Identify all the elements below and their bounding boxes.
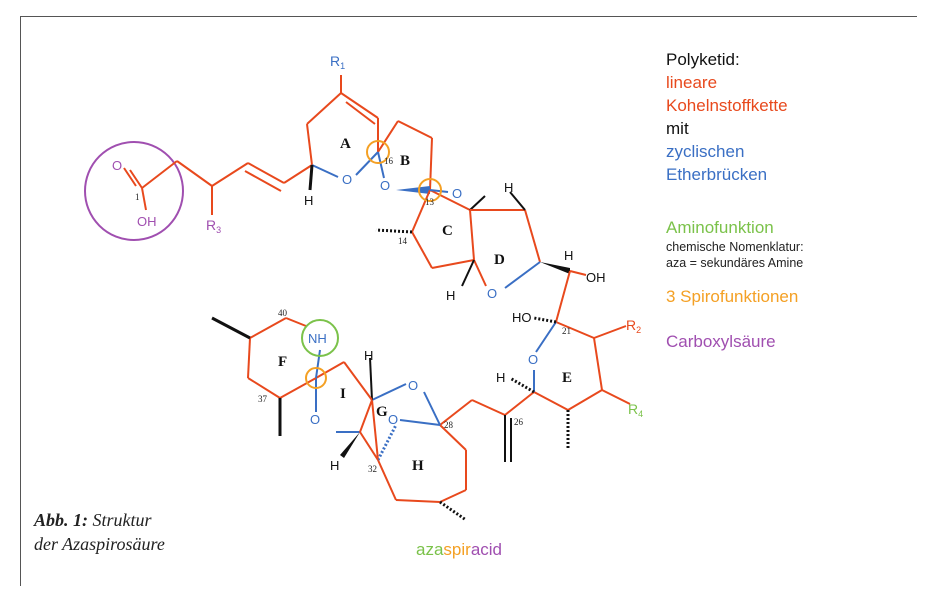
atom-number-32: 32 (368, 464, 377, 474)
hydroxyl-top: OH (586, 270, 606, 285)
hydrogen-d3: H (564, 248, 573, 263)
ring-label-e: E (562, 370, 572, 386)
carboxyl-highlight-circle (84, 141, 184, 241)
caption-line1: Struktur (92, 510, 152, 530)
legend-nomenklatur: chemische Nomenklatur: (666, 240, 804, 254)
ring-label-d: D (494, 252, 505, 268)
atom-number-13: 13 (425, 197, 435, 207)
legend-amino: Aminofunktion (666, 218, 774, 237)
legend-mit: mit (666, 119, 689, 138)
name-acid: acid (470, 540, 503, 559)
legend-carboxyl: Carboxylsäure (666, 332, 776, 351)
legend-polyketid: Polyketid: (666, 50, 740, 69)
oxygen-g1: O (408, 378, 418, 393)
compound-name: azaspiracid (416, 540, 502, 560)
spiro-circle-13 (418, 178, 442, 202)
ring-g (371, 399, 379, 461)
frame-border-top (20, 16, 917, 17)
atom-number-21: 21 (562, 326, 571, 336)
r2-label: R2 (626, 317, 641, 335)
atom-number-37: 37 (258, 394, 268, 404)
ring-f (247, 317, 317, 399)
frame-border-left (20, 16, 21, 586)
hydrogen-d1: H (504, 180, 513, 195)
atom-number-28: 28 (444, 420, 454, 430)
atom-number-26: 26 (514, 417, 524, 427)
legend-spiro: 3 Spirofunktionen (666, 287, 799, 306)
ring-label-g: G (376, 404, 388, 420)
oxygen-b: O (380, 178, 390, 193)
atom-number-16: 16 (384, 156, 394, 166)
ring-label-c: C (442, 223, 453, 239)
nh-amine: NH (308, 331, 327, 346)
ring-a (306, 75, 379, 166)
carbonyl-oxygen: O (112, 158, 122, 173)
hydrogen-g: H (364, 348, 373, 363)
oxygen-i: O (310, 412, 320, 427)
oxygen-d: O (487, 286, 497, 301)
legend-lineare: lineare (666, 73, 718, 92)
r4-label: R4 (628, 401, 643, 419)
name-aza: aza (416, 540, 444, 559)
r3-label: R3 (206, 217, 221, 235)
figure-caption: Abb. 1: Struktur der Azaspirosäure (34, 508, 165, 556)
oxygen-g2: O (388, 412, 398, 427)
r1-label: R1 (330, 53, 345, 71)
legend-ether: Etherbrücken (666, 165, 768, 184)
acid-hydroxyl: OH (137, 214, 157, 229)
ring-label-i: I (340, 386, 346, 402)
oxygen-e: O (528, 352, 538, 367)
ring-c (411, 189, 475, 269)
hydrogen-d2: H (446, 288, 455, 303)
hydrogen-e: H (496, 370, 505, 385)
carbon-chain (123, 160, 313, 215)
spiro-circle-f (305, 367, 327, 389)
ring-label-h: H (412, 458, 424, 474)
legend-kette: Kohelnstoffkette (666, 96, 788, 115)
legend-zyclischen: zyclischen (666, 142, 745, 161)
oxygen-a: O (342, 172, 352, 187)
ring-label-a: A (340, 136, 351, 152)
oxygen-c: O (452, 186, 462, 201)
spiro-circle-16 (366, 140, 390, 164)
legend: Polyketid: lineare Kohelnstoffkette mit … (666, 48, 804, 353)
ring-b (377, 120, 433, 191)
ring-label-b: B (400, 153, 410, 169)
amino-highlight-circle (301, 319, 339, 357)
atom-number-40: 40 (278, 308, 288, 318)
hydroxyl-21: HO (512, 310, 532, 325)
ring-i (315, 361, 373, 401)
hydrogen-a: H (304, 193, 313, 208)
caption-line2: der Azaspirosäure (34, 534, 165, 554)
c1-number: 1 (135, 192, 140, 202)
ring-e (533, 321, 631, 411)
caption-label: Abb. 1: (34, 510, 88, 530)
ring-label-f: F (278, 354, 287, 370)
legend-aza: aza = sekundäres Amine (666, 256, 804, 270)
ring-h (377, 424, 467, 503)
hydrogen-i: H (330, 458, 339, 473)
name-spir: spir (443, 540, 471, 559)
atom-number-14: 14 (398, 236, 408, 246)
ring-d (470, 209, 541, 287)
